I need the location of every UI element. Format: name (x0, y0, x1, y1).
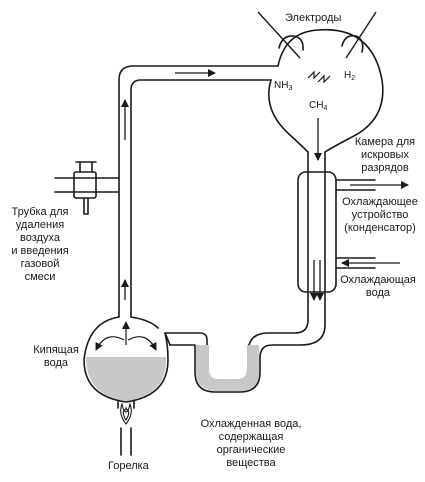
left-tube-outer (118, 65, 279, 318)
spark-chamber-lower (268, 79, 309, 153)
steam-right (127, 336, 157, 351)
label-spark-chamber: Камера для искровых разрядов (354, 136, 416, 174)
cooling-out-tube (335, 179, 376, 191)
valve-handle (75, 161, 97, 173)
label-boiling-water: Кипящая вода (33, 344, 79, 369)
valve-stem (83, 197, 89, 215)
label-ch4: CH4 (309, 100, 328, 112)
burner-flame (120, 402, 132, 425)
u-trap-outer (169, 324, 326, 393)
valve-body (73, 171, 97, 199)
flask (83, 316, 171, 403)
label-electrodes: Электроды (285, 12, 342, 24)
label-cooling-water: Охлаждающая вода (340, 274, 416, 299)
electrode-right-bulb (341, 34, 364, 53)
valve-pipe (54, 177, 120, 193)
u-trap-inner (164, 319, 309, 381)
label-cooled-water: Охлажденная вода, содержащая органически… (200, 418, 302, 469)
boiling-water (86, 357, 167, 401)
burner-body (120, 427, 132, 456)
electrode-left-bulb (278, 35, 304, 51)
label-nh3: NH3 (274, 80, 293, 92)
spark-chamber (277, 28, 384, 153)
label-burner: Горелка (108, 460, 149, 472)
steam-left (95, 336, 125, 351)
left-tube-inner (130, 79, 272, 318)
label-tube: Трубка для удаления воздуха и введения г… (11, 206, 69, 283)
spark-1 (307, 70, 321, 80)
label-h2: H2 (344, 70, 356, 82)
cooling-in-tube (335, 257, 376, 269)
label-condenser: Охлаждающее устройство (конденсатор) (342, 196, 418, 234)
flask-bottom (117, 399, 135, 409)
electrode-left-wire (257, 11, 301, 59)
trap-water-right (196, 345, 259, 391)
condenser-jacket (297, 171, 337, 293)
spark-2 (317, 74, 331, 84)
electrode-right-wire (345, 11, 377, 59)
